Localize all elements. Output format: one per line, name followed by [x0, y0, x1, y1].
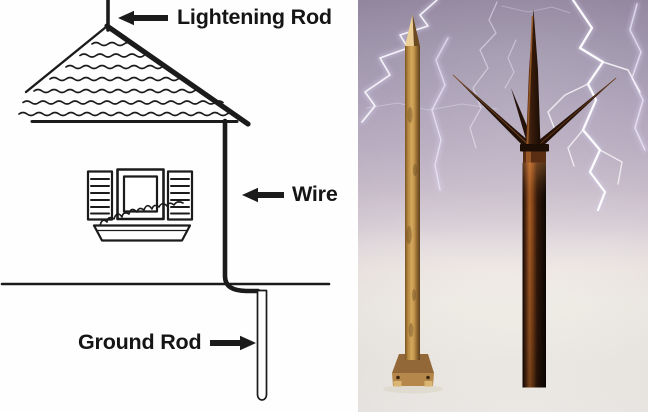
rod-body: [405, 46, 420, 360]
single-point-rod: [383, 14, 443, 394]
ground-rod-outline: [256, 289, 268, 401]
window: [86, 168, 194, 221]
label-ground-rod: Ground Rod: [78, 329, 257, 357]
lightning-bolt: [571, 0, 607, 212]
down-wire: [222, 118, 261, 294]
lightning-bolt: [365, 102, 498, 111]
arrow-right-icon: [210, 335, 257, 351]
lightning-bolt: [501, 5, 571, 14]
diagram-panel: Lightening Rod Wire Ground Rod: [0, 0, 338, 401]
lightning-bolt: [547, 83, 589, 131]
arrow-left-icon: [242, 187, 284, 203]
lightning-bolt: [504, 39, 517, 89]
roof-shingles: [18, 41, 236, 117]
rod-grain: [406, 107, 418, 337]
lightning-bolts: [359, 0, 648, 213]
lightning-bolt: [361, 0, 438, 123]
lightning-bolt: [429, 35, 451, 193]
rod-tip: [412, 14, 420, 46]
arrow-left-icon: [118, 10, 168, 26]
rod-base-plate-front: [392, 373, 434, 386]
label-lightning-rod: Lightening Rod: [118, 4, 332, 32]
label-wire: Wire: [242, 181, 338, 209]
lightning-rods-photo: [359, 0, 648, 394]
lightning-bolt: [599, 149, 623, 185]
base-foot: [393, 381, 402, 387]
rod-base-plate: [392, 354, 434, 373]
rod-collar-neck: [523, 151, 546, 163]
rod-collar: [520, 144, 549, 152]
rod-shadow: [383, 384, 443, 394]
lightning-bolt: [469, 1, 498, 149]
rod-center-spike: [526, 9, 541, 146]
base-foot: [424, 381, 433, 387]
lightning-bolt: [567, 129, 584, 167]
lightning-bolt: [629, 3, 646, 151]
base-screw: [426, 375, 430, 380]
ground-rod-label-text: Ground Rod: [78, 330, 202, 355]
rod-tip: [405, 14, 414, 46]
house-diagram: [0, 0, 331, 401]
lightning-rod-label-text: Lightening Rod: [177, 5, 332, 30]
base-screw: [396, 375, 400, 380]
wire-label-text: Wire: [292, 182, 338, 207]
flower-box: [92, 201, 192, 242]
roof: [24, 23, 251, 127]
lightning-bolt: [431, 37, 449, 191]
photo-panel: [358, 0, 648, 412]
multi-point-rod: [452, 9, 617, 388]
